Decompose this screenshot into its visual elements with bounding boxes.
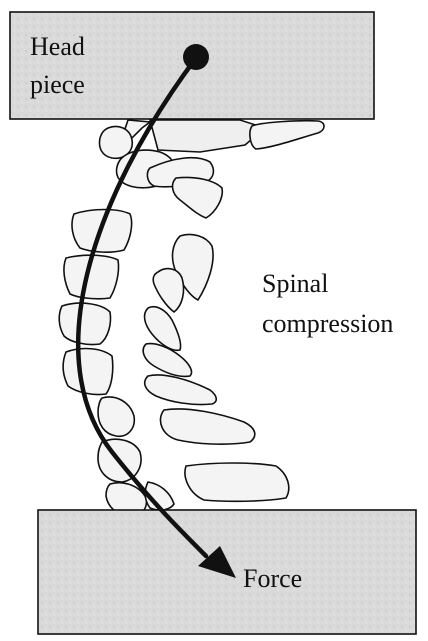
vertebral-bodies: [59, 127, 222, 517]
force-label: Force: [243, 562, 302, 596]
head-piece-label-line2: piece: [30, 68, 85, 102]
skull-base: [124, 120, 324, 152]
filled-circle-icon: [183, 44, 209, 70]
spinal-compression-label-line1: Spinal: [262, 267, 328, 301]
spinal-compression-label-line2: compression: [262, 307, 393, 341]
head-piece-label-line1: Head: [30, 30, 85, 64]
